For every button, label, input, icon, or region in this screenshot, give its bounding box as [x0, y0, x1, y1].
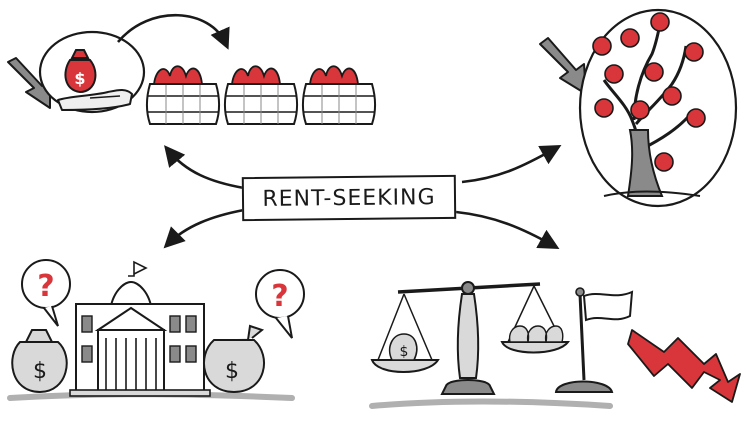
barrel-of-red-fish-icon — [146, 65, 220, 125]
svg-text:?: ? — [37, 269, 54, 304]
hand-holding-money-bag-icon: $ — [38, 30, 146, 114]
balance-scale-icon: $ — [370, 281, 570, 395]
money-tree-icon — [578, 8, 738, 208]
bottom-left-scene: $ $ ? ? — [7, 259, 305, 401]
connector-arrows — [163, 144, 562, 250]
top-right-scene — [539, 8, 738, 208]
arrow-to-bottom-left — [163, 208, 245, 249]
arrow-to-top-left — [164, 145, 245, 190]
question-mark-bubble-icon: ? — [21, 259, 71, 327]
money-bag-icon: $ — [11, 329, 68, 394]
svg-text:?: ? — [271, 279, 288, 314]
barrel-of-red-fish-icon — [302, 65, 376, 125]
barrel-of-red-fish-icon — [224, 65, 298, 125]
money-coin-icon — [592, 12, 706, 172]
question-mark-bubble-icon: ? — [255, 269, 305, 339]
white-flag-icon — [554, 287, 634, 393]
svg-text:$: $ — [74, 69, 85, 88]
svg-text:$: $ — [33, 359, 47, 384]
arrow-to-bottom-right — [455, 210, 560, 250]
rent-seeking-label: Rent-Seeking — [241, 174, 457, 222]
svg-text:$: $ — [225, 359, 239, 384]
gray-arrow-icon — [539, 37, 587, 95]
curved-arrow-icon — [117, 13, 230, 50]
money-bag-icon: $ — [203, 324, 265, 394]
top-left-scene: $ — [7, 13, 376, 125]
arrow-to-top-right — [461, 144, 562, 184]
svg-text:$: $ — [400, 344, 409, 360]
government-building-icon — [69, 260, 211, 397]
red-zigzag-down-arrow-icon — [627, 329, 741, 403]
bottom-right-scene: $ — [369, 281, 741, 409]
